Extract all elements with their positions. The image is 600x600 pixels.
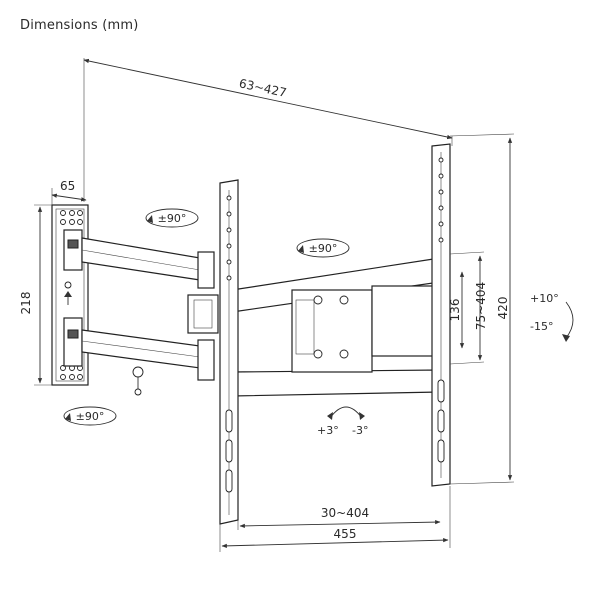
svg-text:-3°: -3°: [352, 424, 368, 437]
svg-text:455: 455: [334, 527, 357, 541]
svg-text:30~404: 30~404: [321, 506, 369, 520]
svg-text:-15°: -15°: [530, 320, 553, 333]
wall-plate-screw-holes: [60, 210, 83, 380]
pivot-joint: [187, 294, 219, 334]
svg-text:+10°: +10°: [530, 292, 559, 305]
dim-wall-plate-height: 218: [19, 204, 52, 386]
dim-depth-collapsed: 65: [51, 179, 87, 205]
wall-plate-level-icon: [64, 281, 72, 305]
diagram-title: Dimensions (mm): [20, 18, 139, 33]
bracket-crossbar: [231, 257, 441, 397]
dim-vesa-vertical: 75~404: [449, 251, 488, 365]
left-vertical-rail: [219, 179, 239, 525]
svg-text:420: 420: [496, 297, 510, 320]
rotation-level-adjust: +3° -3°: [317, 406, 368, 437]
dim-vesa-vertical-min: 136: [448, 271, 465, 349]
dim-rail-width: 455: [219, 486, 451, 552]
lower-arm: [63, 317, 215, 381]
dim-rail-height: 420: [449, 133, 515, 485]
svg-text:218: 218: [19, 292, 33, 315]
dim-vesa-horizontal: 30~404: [237, 506, 441, 530]
upper-arm: [63, 229, 215, 289]
vesa-holes: [313, 295, 349, 359]
svg-text:±90°: ±90°: [309, 242, 338, 255]
svg-text:65: 65: [60, 179, 75, 193]
svg-text:±90°: ±90°: [76, 410, 105, 423]
safety-ring-icon: [132, 366, 144, 396]
svg-text:75~404: 75~404: [474, 282, 488, 330]
dim-extension: 63~427: [83, 58, 453, 202]
svg-text:63~427: 63~427: [238, 76, 288, 100]
svg-text:136: 136: [448, 299, 462, 322]
rotation-arm-swivel-top: ±90°: [145, 208, 199, 228]
svg-text:±90°: ±90°: [158, 212, 187, 225]
rotation-arm-swivel-bottom: ±90°: [63, 406, 117, 426]
rotation-tilt: +10° -15°: [530, 292, 574, 342]
svg-text:+3°: +3°: [317, 424, 339, 437]
rotation-head-swivel: ±90°: [296, 238, 350, 258]
right-vertical-rail: [431, 143, 451, 487]
